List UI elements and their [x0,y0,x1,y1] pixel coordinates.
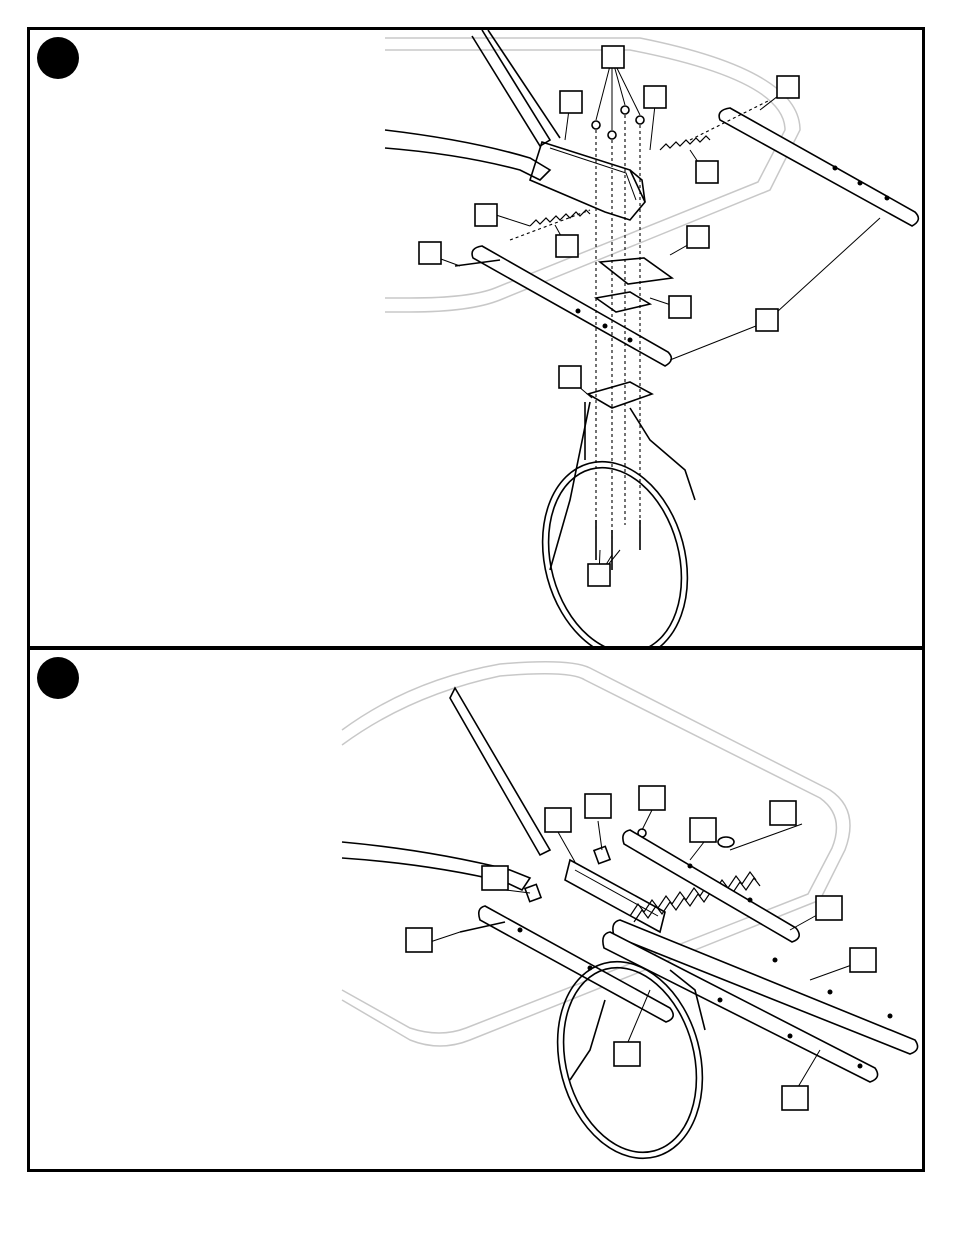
tube-icon [719,108,918,226]
step-panel-2 [27,647,925,1172]
nut-icon [592,106,644,139]
mounting-bracket [530,142,645,220]
support-arm-upper [472,30,550,146]
support-arm-lower [385,130,550,180]
backboard-outline [385,38,800,312]
rim-icon [522,402,709,646]
tube-icon [623,830,799,942]
assembly-drawing-step-1 [30,30,922,646]
hoop-mount-plate [588,382,652,408]
washer-plate [600,258,672,284]
mounting-bracket [565,860,665,932]
assembly-drawing-step-2 [30,650,922,1169]
support-arm-upper [450,688,550,855]
step-panel-1 [27,27,925,649]
